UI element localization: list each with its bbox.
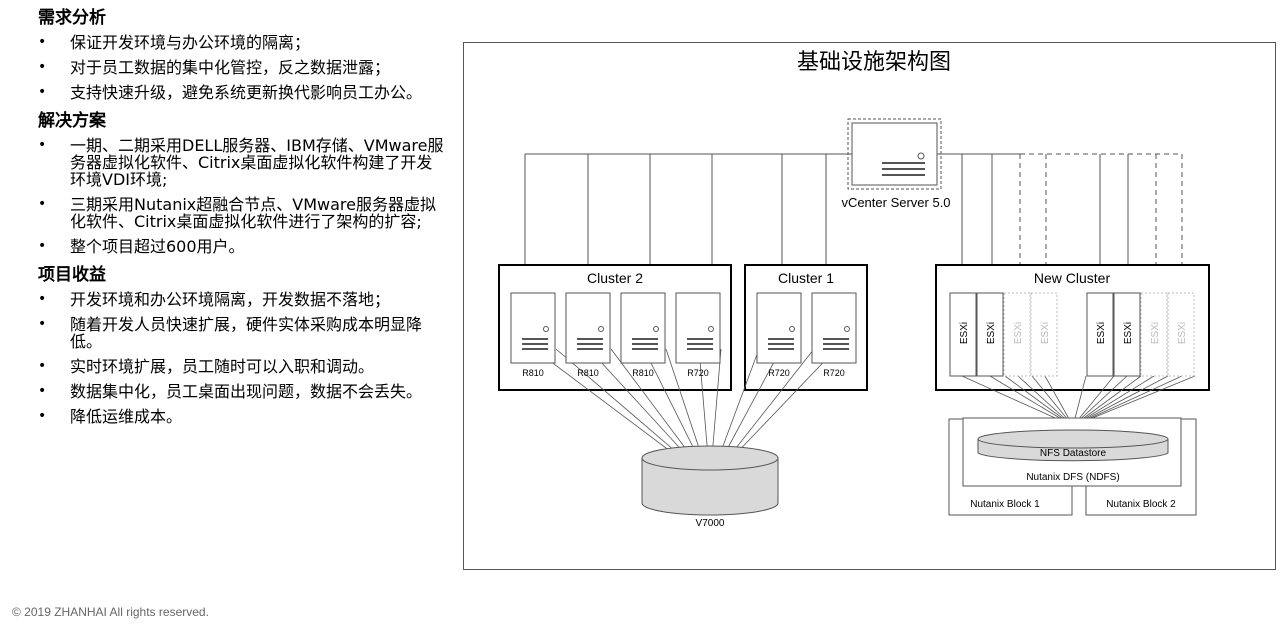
cluster-1-box: [744, 264, 868, 391]
architecture-diagram: 基础设施架构图: [463, 42, 1276, 570]
server-label: R810: [522, 368, 544, 378]
ndfs-label: Nutanix DFS (NDFS): [1026, 472, 1119, 483]
text-panel: 需求分析 保证开发环境与办公环境的隔离； 对于员工数据的集中化管控，反之数据泄露…: [38, 6, 448, 433]
server-r720-2: [756, 292, 802, 364]
esxi-nodes: [949, 292, 1195, 377]
bullet-item: 三期采用Nutanix超融合节点、VMware服务器虚拟化软件、Citrix桌面…: [38, 196, 448, 230]
diagram-canvas: 基础设施架构图: [498, 49, 1210, 529]
bullet-item: 实时环境扩展，员工随时可以入职和调动。: [38, 358, 448, 375]
server-label: R810: [577, 368, 599, 378]
bullet-list: 开发环境和办公环境隔离，开发数据不落地； 随着开发人员快速扩展，硬件实体采购成本…: [38, 291, 448, 425]
esxi-label: ESXi: [1150, 322, 1161, 344]
server-label: R810: [632, 368, 654, 378]
block-1-label: Nutanix Block 1: [970, 499, 1040, 510]
section-requirements: 需求分析 保证开发环境与办公环境的隔离； 对于员工数据的集中化管控，反之数据泄露…: [38, 6, 448, 101]
server-r810-2: [565, 292, 611, 364]
bullet-item: 降低运维成本。: [38, 408, 448, 425]
v7000-storage: [641, 445, 779, 516]
block-2-label: Nutanix Block 2: [1106, 499, 1176, 510]
section-title: 项目收益: [38, 265, 106, 285]
diagram-title: 基础设施架构图: [797, 49, 951, 74]
server-label: R720: [823, 368, 845, 378]
section-solution: 解决方案 一期、二期采用DELL服务器、IBM存储、VMware服务器虚拟化软件…: [38, 109, 448, 255]
server-label: R720: [768, 368, 790, 378]
section-title: 解决方案: [38, 111, 106, 131]
nfs-label: NFS Datastore: [1040, 448, 1107, 459]
server-r810-3: [620, 292, 666, 364]
bullet-item: 随着开发人员快速扩展，硬件实体采购成本明显降低。: [38, 316, 448, 350]
bullet-item: 保证开发环境与办公环境的隔离；: [38, 34, 448, 51]
copyright-footer: © 2019 ZHANHAI All rights reserved.: [12, 605, 209, 619]
esxi-label: ESXi: [1013, 322, 1024, 344]
vcenter-label: vCenter Server 5.0: [841, 195, 950, 210]
v7000-label: V7000: [696, 518, 725, 529]
new-cluster-box: [935, 264, 1210, 391]
bullet-list: 保证开发环境与办公环境的隔离； 对于员工数据的集中化管控，反之数据泄露； 支持快…: [38, 34, 448, 101]
bullet-item: 整个项目超过600用户。: [38, 238, 448, 255]
esxi-label: ESXi: [1040, 322, 1051, 344]
vcenter-server: [847, 118, 942, 190]
bullet-item: 一期、二期采用DELL服务器、IBM存储、VMware服务器虚拟化软件、Citr…: [38, 137, 448, 188]
server-label: R720: [687, 368, 709, 378]
esxi-label: ESXi: [959, 322, 970, 344]
cluster-2-label: Cluster 2: [587, 270, 643, 286]
section-title: 需求分析: [38, 8, 106, 28]
cluster-1-label: Cluster 1: [778, 270, 834, 286]
nfs-datastore: [977, 429, 1169, 462]
cluster-2-box: [498, 264, 732, 391]
server-r810-1: [510, 292, 556, 364]
bullet-item: 开发环境和办公环境隔离，开发数据不落地；: [38, 291, 448, 308]
section-benefits: 项目收益 开发环境和办公环境隔离，开发数据不落地； 随着开发人员快速扩展，硬件实…: [38, 263, 448, 425]
new-cluster-label: New Cluster: [1034, 270, 1111, 286]
server-r720-1: [675, 292, 721, 364]
bullet-item: 对于员工数据的集中化管控，反之数据泄露；: [38, 59, 448, 76]
esxi-label: ESXi: [986, 322, 997, 344]
esxi-label: ESXi: [1177, 322, 1188, 344]
bullet-item: 数据集中化，员工桌面出现问题，数据不会丢失。: [38, 383, 448, 400]
bullet-list: 一期、二期采用DELL服务器、IBM存储、VMware服务器虚拟化软件、Citr…: [38, 137, 448, 255]
network-bus: [524, 153, 1129, 265]
esxi-label: ESXi: [1123, 322, 1134, 344]
server-r720-3: [811, 292, 857, 364]
bullet-item: 支持快速升级，避免系统更新换代影响员工办公。: [38, 84, 448, 101]
network-bus-dashed: [1019, 153, 1183, 265]
esxi-label: ESXi: [1096, 322, 1107, 344]
